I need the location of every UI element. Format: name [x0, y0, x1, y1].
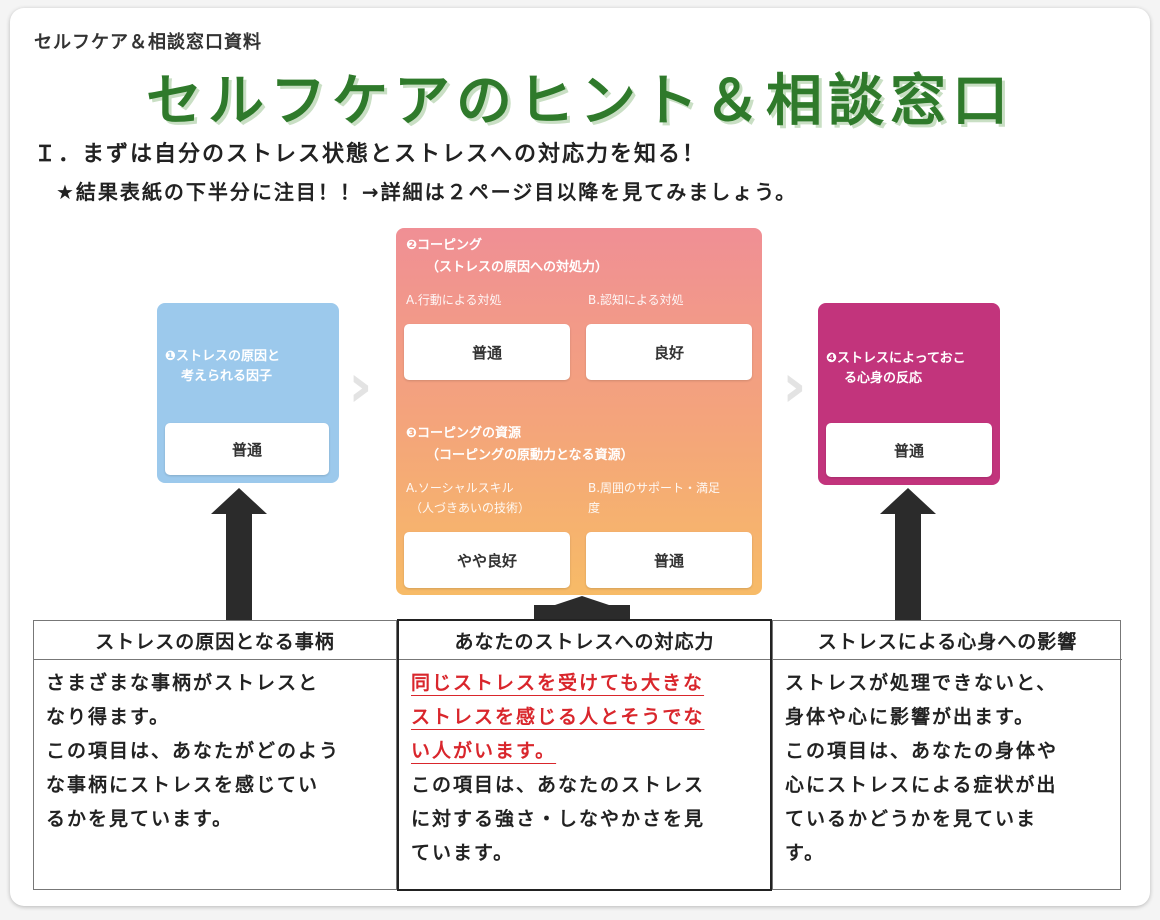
- highlight-line: い人がいます。: [411, 740, 557, 762]
- body-line: ストレスが処理できないと、: [785, 672, 1058, 694]
- resource-b-value: 普通: [586, 532, 752, 588]
- coping-a-value: 普通: [404, 324, 570, 380]
- column-body: 同じストレスを受けても大きな ストレスを感じる人とそうでな い人がいます。 この…: [399, 660, 770, 870]
- resource-b-label-line2: 度: [588, 501, 601, 515]
- stressor-value: 普通: [165, 423, 329, 475]
- highlight-line: 同じストレスを受けても大きな: [411, 672, 705, 694]
- body-line: に対する強さ・しなやかさを見: [411, 808, 706, 830]
- stressor-box: ❶ストレスの原因と 考えられる因子 普通: [157, 303, 339, 483]
- section-note: ★結果表紙の下半分に注目！！→詳細は２ページ目以降を見てみましょう。: [56, 180, 798, 204]
- chevron-right-icon: ›: [348, 351, 373, 421]
- stressor-label-line2: 考えられる因子: [181, 369, 273, 384]
- resource-a-label-line1: A.ソーシャルスキル: [406, 481, 514, 495]
- chevron-right-icon: ›: [782, 351, 807, 421]
- resource-a-label-line2: （人づきあいの技術）: [410, 501, 531, 515]
- resource-label-line1: ❸コーピングの資源: [406, 426, 522, 441]
- body-line: 心にストレスによる症状が出: [785, 774, 1058, 796]
- document-tag: セルフケア＆相談窓口資料: [34, 32, 262, 53]
- highlight-line: ストレスを感じる人とそうでな: [411, 706, 705, 728]
- page-title: セルフケアのヒント＆相談窓口: [146, 69, 1014, 134]
- resource-a-value: やや良好: [404, 532, 570, 588]
- coping-label-line1: ❷コーピング: [406, 238, 483, 253]
- explanation-table: ストレスの原因となる事柄 さまざまな事柄がストレスと なり得ます。 この項目は、…: [33, 619, 1122, 891]
- column-header: ストレスの原因となる事柄: [34, 621, 396, 660]
- coping-a-label: A.行動による対処: [406, 293, 502, 307]
- column-body: ストレスが処理できないと、 身体や心に影響が出ます。 この項目は、あなたの身体や…: [773, 660, 1122, 870]
- resource-label-line2: （コーピングの原動力となる資源）: [426, 448, 634, 463]
- table-column: あなたのストレスへの対応力 同じストレスを受けても大きな ストレスを感じる人とそ…: [397, 619, 772, 891]
- coping-b-value: 良好: [586, 324, 752, 380]
- body-line: ています。: [411, 842, 515, 864]
- column-header: あなたのストレスへの対応力: [399, 621, 770, 660]
- coping-b-label: B.認知による対処: [588, 293, 684, 307]
- reaction-box: ❹ストレスによっておこ る心身の反応 普通: [818, 303, 1000, 485]
- table-column: ストレスによる心身への影響 ストレスが処理できないと、 身体や心に影響が出ます。…: [772, 621, 1122, 889]
- resource-b-label-line1: B.周囲のサポート・満足: [588, 481, 721, 495]
- coping-label-line2: （ストレスの原因への対処力）: [426, 260, 609, 275]
- table-column: ストレスの原因となる事柄 さまざまな事柄がストレスと なり得ます。 この項目は、…: [34, 621, 397, 889]
- body-line: な事柄にストレスを感じてい: [46, 774, 320, 796]
- column-header: ストレスによる心身への影響: [773, 621, 1122, 660]
- body-line: す。: [785, 842, 826, 864]
- body-line: この項目は、あなたの身体や: [785, 740, 1059, 762]
- coping-box: ❷コーピング （ストレスの原因への対処力） A.行動による対処 B.認知による対…: [396, 228, 762, 595]
- body-line: なり得ます。: [46, 706, 171, 728]
- section-heading: Ｉ．まずは自分のストレス状態とストレスへの対応力を知る！: [34, 142, 707, 167]
- reaction-label-line1: ❹ストレスによっておこ: [826, 351, 966, 366]
- reaction-value: 普通: [826, 423, 992, 477]
- body-line: 身体や心に影響が出ます。: [785, 706, 1036, 728]
- stressor-label-line1: ❶ストレスの原因と: [165, 349, 281, 364]
- body-line: この項目は、あなたのストレス: [411, 774, 706, 796]
- body-line: さまざまな事柄がストレスと: [46, 672, 320, 694]
- body-line: るかを見ています。: [46, 808, 234, 830]
- column-body: さまざまな事柄がストレスと なり得ます。 この項目は、あなたがどのよう な事柄に…: [34, 660, 396, 836]
- reaction-label-line2: る心身の反応: [844, 371, 923, 386]
- body-line: ているかどうかを見ていま: [785, 808, 1038, 830]
- body-line: この項目は、あなたがどのよう: [46, 740, 341, 762]
